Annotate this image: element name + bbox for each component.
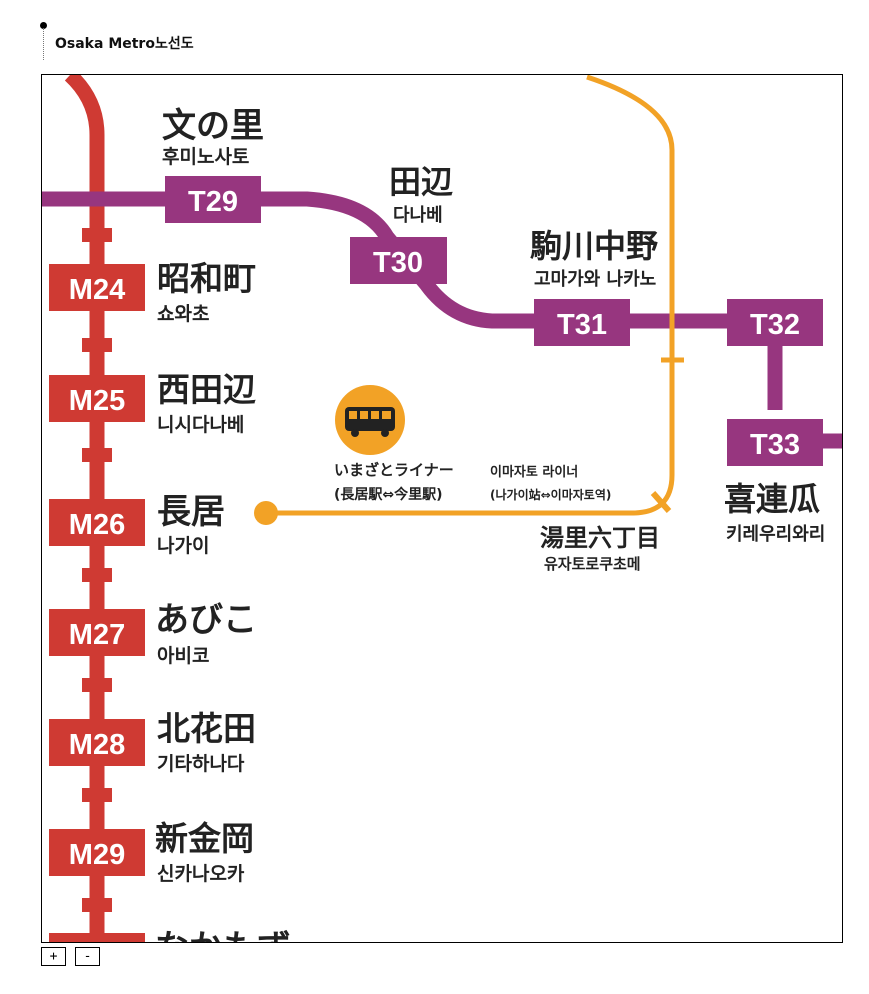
station-m28[interactable]: M28 北花田 기타하나다 <box>49 709 256 775</box>
bus-route-ja: (長居駅⇔今里駅) <box>334 486 443 503</box>
midosuji-line <box>64 75 105 942</box>
station-m24[interactable]: M24 昭和町 쇼와초 <box>49 259 256 325</box>
station-code: M25 <box>69 385 125 417</box>
bus-name-ko: 이마자토 라이너 <box>490 464 578 480</box>
station-name-ko: 아비코 <box>157 645 209 667</box>
bus-route-tick <box>650 491 672 513</box>
station-code: T31 <box>557 309 607 341</box>
station-name-ja: なかもず <box>155 928 291 942</box>
station-t31[interactable]: T31 駒川中野 고마가와 나카노 <box>530 227 658 346</box>
station-name-ja: 湯里六丁目 <box>540 524 660 552</box>
zoom-in-button[interactable]: + <box>41 947 66 966</box>
station-name-ja: 北花田 <box>157 709 256 748</box>
station-name-ja: 駒川中野 <box>530 227 658 265</box>
route-map-canvas: いまざとライナー (長居駅⇔今里駅) 이마자토 라이너 (나가이站⇔이마자토역)… <box>42 75 842 942</box>
station-name-ja: 昭和町 <box>157 259 256 298</box>
station-t33[interactable]: T33 喜連瓜 키레우리와리 <box>724 419 825 545</box>
station-name-ja: 西田辺 <box>157 370 256 409</box>
station-code-badge <box>49 933 145 942</box>
station-code-badge <box>49 719 145 766</box>
station-name-ko: 신카나오카 <box>157 863 245 885</box>
station-code-badge <box>727 419 823 466</box>
station-name-ko: 다나베 <box>393 205 443 226</box>
station-yuzato[interactable]: 湯里六丁目 유자토로쿠초메 <box>540 524 660 573</box>
station-code: M29 <box>69 839 125 871</box>
station-name-ja: 喜連瓜 <box>724 480 820 518</box>
station-name-ko: 후미노사토 <box>162 146 249 168</box>
station-name-ja: 新金岡 <box>155 819 254 858</box>
station-m30[interactable]: なかもず <box>49 928 291 942</box>
bus-name-ja: いまざとライナー <box>334 461 454 479</box>
station-name-ko: 유자토로쿠초메 <box>544 555 641 573</box>
station-code: M27 <box>69 619 125 651</box>
station-t29[interactable]: T29 文の里 후미노사토 <box>162 106 264 223</box>
nagai-bus-stop[interactable] <box>254 501 278 525</box>
station-m26[interactable]: M26 長居 나가이 <box>49 492 225 557</box>
station-name-ja: 長居 <box>157 492 225 532</box>
station-code-badge <box>350 237 447 284</box>
station-code: M26 <box>69 509 125 541</box>
station-code-badge <box>49 264 145 311</box>
station-code-badge <box>165 176 261 223</box>
station-name-ja: 田辺 <box>389 163 453 201</box>
pin-line <box>43 28 44 60</box>
station-name-ko: 기타하나다 <box>157 753 245 775</box>
station-code-badge <box>534 299 630 346</box>
station-code-badge <box>49 499 145 546</box>
station-code: T30 <box>373 247 423 279</box>
bus-route-ko: (나가이站⇔이마자토역) <box>490 487 611 502</box>
station-code: T29 <box>188 186 238 218</box>
station-code: M24 <box>69 274 125 306</box>
station-name-ja: 文の里 <box>162 106 264 146</box>
station-code: M28 <box>69 729 125 761</box>
pin-dot-icon <box>40 22 47 29</box>
station-code: T32 <box>750 309 800 341</box>
station-name-ko: 니시다나베 <box>157 414 244 436</box>
station-m27[interactable]: M27 あびこ 아비코 <box>49 600 257 667</box>
station-m25[interactable]: M25 西田辺 니시다나베 <box>49 370 256 436</box>
station-name-ko: 쇼와초 <box>157 303 209 325</box>
station-name-ko: 나가이 <box>157 535 209 557</box>
station-code: T33 <box>750 429 800 461</box>
station-t32[interactable]: T32 <box>727 299 823 346</box>
station-code-badge <box>49 609 145 656</box>
zoom-out-button[interactable]: - <box>75 947 100 966</box>
station-code-badge <box>49 829 145 876</box>
bus-route <box>266 75 675 516</box>
bus-icon <box>335 385 405 455</box>
page-title: Osaka Metro노선도 <box>55 36 194 52</box>
station-m29[interactable]: M29 新金岡 신카나오카 <box>49 819 254 885</box>
station-name-ko: 키레우리와리 <box>726 524 825 545</box>
route-map[interactable]: いまざとライナー (長居駅⇔今里駅) 이마자토 라이너 (나가이站⇔이마자토역)… <box>41 74 843 943</box>
station-code-badge <box>49 375 145 422</box>
station-name-ja: あびこ <box>155 600 257 640</box>
station-code-badge <box>727 299 823 346</box>
station-t30[interactable]: T30 田辺 다나베 <box>350 163 453 284</box>
station-name-ko: 고마가와 나카노 <box>534 269 656 290</box>
